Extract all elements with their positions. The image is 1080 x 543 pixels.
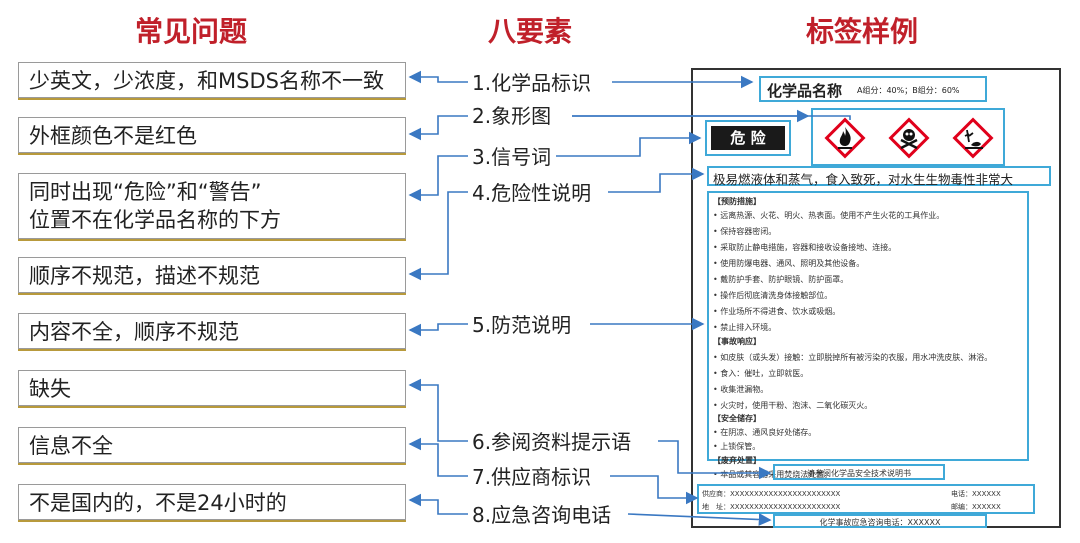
problem-text: 顺序不规范，描述不规范 (29, 264, 260, 288)
precaution-item: • 保持容器密闭。 (713, 227, 777, 236)
signal-word: 危 险 (711, 126, 785, 150)
precaution-item: • 上锁保管。 (713, 442, 761, 451)
label-sample: 化学品名称 A组分：40%；B组分：60% 危 险 极易燃液体和蒸气，食入致死，… (691, 68, 1061, 528)
postcode-value: XXXXXX (972, 503, 1001, 511)
wire-8-left (408, 493, 468, 515)
problem-box-8: 不是国内的，不是24小时的 (18, 484, 406, 520)
problem-text: 内容不全，顺序不规范 (29, 320, 239, 344)
emergency-phone: 化学事故应急咨询电话：XXXXXX (819, 518, 941, 527)
precaution-item: • 使用防爆电器、通风、照明及其他设备。 (713, 259, 865, 268)
wire-6-left (408, 378, 468, 442)
precaution-item: • 作业场所不得进食、饮水或吸烟。 (713, 307, 841, 316)
problem-box-3: 同时出现“危险”和“警告” 位置不在化学品名称的下方 (18, 173, 406, 239)
chemical-name: 化学品名称 (767, 82, 843, 100)
problem-text: 少英文，少浓度，和MSDS名称不一致 (29, 69, 384, 93)
problem-text: 外框颜色不是红色 (29, 124, 197, 148)
header-elements: 八要素 (488, 15, 573, 48)
highlight-product-identifier: 化学品名称 A组分：40%；B组分：60% (759, 76, 987, 102)
problem-text: 同时出现“危险”和“警告” (29, 180, 262, 204)
problem-box-2: 外框颜色不是红色 (18, 117, 406, 153)
supplier-label: 供应商： (702, 490, 730, 498)
problem-box-1: 少英文，少浓度，和MSDS名称不一致 (18, 62, 406, 98)
element-4: 4.危险性说明 (472, 181, 592, 205)
postcode-label: 邮编： (951, 503, 972, 511)
environment-pictogram-icon (952, 117, 994, 159)
section-storage: 【安全储存】 (713, 414, 761, 423)
problem-box-5: 内容不全，顺序不规范 (18, 313, 406, 349)
phone-label: 电话： (951, 490, 972, 498)
element-1: 1.化学品标识 (472, 71, 592, 95)
highlight-supplier: 供应商：XXXXXXXXXXXXXXXXXXXXXXX 地 址：XXXXXXXX… (697, 484, 1035, 514)
precaution-item: • 禁止排入环境。 (713, 323, 777, 332)
precaution-item: • 食入：催吐，立即就医。 (713, 369, 809, 378)
skull-pictogram-icon (888, 117, 930, 159)
section-response: 【事故响应】 (713, 337, 761, 346)
hazard-statement: 极易燃液体和蒸气，食入致死，对水生生物毒性非常大 (713, 172, 1014, 187)
highlight-precautionary-statements: 【预防措施】 • 远离热源、火花、明火、热表面。使用不产生火花的工具作业。 • … (707, 191, 1029, 479)
element-7: 7.供应商标识 (472, 465, 592, 489)
problem-text: 信息不全 (29, 434, 113, 458)
address-label: 地 址： (702, 503, 730, 511)
element-2: 2.象形图 (472, 104, 552, 128)
highlight-reference: 请参阅化学品安全技术说明书 (773, 464, 945, 480)
precaution-item: • 远离热源、火花、明火、热表面。使用不产生火花的工具作业。 (713, 211, 945, 220)
wire-1-left (408, 70, 468, 84)
wire-5-left (408, 323, 468, 337)
precaution-item: • 本品或其容器采用焚烧法处置。 (713, 470, 833, 479)
problem-text: 位置不在化学品名称的下方 (29, 208, 281, 232)
flame-pictogram-icon (824, 117, 866, 159)
wire-3-right (556, 131, 702, 157)
wire-7-left (408, 437, 468, 477)
wire-4-left (408, 191, 468, 281)
highlight-hazard-statement: 极易燃液体和蒸气，食入致死，对水生生物毒性非常大 (707, 166, 1051, 187)
problem-box-6: 缺失 (18, 370, 406, 406)
reference-text: 请参阅化学品安全技术说明书 (807, 469, 911, 478)
supplier-value: XXXXXXXXXXXXXXXXXXXXXXX (730, 490, 841, 498)
problem-box-4: 顺序不规范，描述不规范 (18, 257, 406, 293)
problem-text: 缺失 (29, 377, 71, 401)
wire-7-right (610, 475, 699, 505)
address-value: XXXXXXXXXXXXXXXXXXXXXXX (730, 503, 841, 511)
precaution-item: • 如皮肤（或头发）接触：立即脱掉所有被污染的衣服，用水冲洗皮肤、淋浴。 (713, 353, 993, 362)
element-6: 6.参阅资料提示语 (472, 430, 632, 454)
wire-2-left (408, 115, 468, 141)
precaution-item: • 在阴凉、通风良好处储存。 (713, 428, 817, 437)
element-5: 5.防范说明 (472, 313, 572, 337)
highlight-emergency: 化学事故应急咨询电话：XXXXXX (773, 514, 987, 528)
precaution-item: • 戴防护手套、防护眼镜、防护面罩。 (713, 275, 849, 284)
section-prevention: 【预防措施】 (713, 197, 761, 206)
element-3: 3.信号词 (472, 145, 552, 169)
element-8: 8.应急咨询电话 (472, 503, 612, 527)
highlight-pictograms (811, 108, 1005, 166)
phone-value: XXXXXX (972, 490, 1001, 498)
wire-3-left (408, 155, 468, 202)
precaution-item: • 操作后彻底清洗身体接触部位。 (713, 291, 833, 300)
problem-box-7: 信息不全 (18, 427, 406, 463)
wire-4-right (608, 167, 705, 193)
highlight-signal-word: 危 险 (705, 120, 791, 156)
problem-text: 不是国内的，不是24小时的 (29, 491, 287, 515)
header-sample: 标签样例 (806, 15, 919, 48)
precaution-item: • 火灾时，使用干粉、泡沫、二氧化碳灭火。 (713, 401, 873, 410)
composition: A组分：40%；B组分：60% (857, 86, 960, 95)
header-problems: 常见问题 (135, 15, 248, 48)
precaution-item: • 收集泄漏物。 (713, 385, 769, 394)
precaution-item: • 采取防止静电措施，容器和接收设备接地、连接。 (713, 243, 897, 252)
